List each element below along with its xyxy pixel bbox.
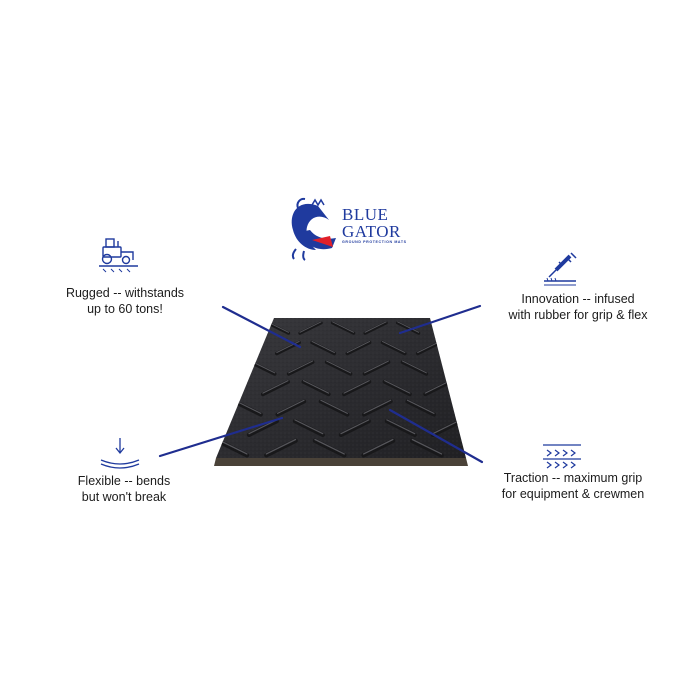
mat-cleat-highlight-22 [320,399,348,414]
bend-arrow-icon [100,438,140,469]
syringe-icon [544,252,577,286]
mat-cleat-3 [363,321,388,335]
mat-cleat-34 [410,438,444,458]
mat-cleat-pattern [216,321,463,458]
mat-cleat-21 [275,399,307,417]
mat-cleat-23 [362,399,393,417]
mat-cleat-2 [330,321,356,335]
mat-cleat-31 [264,438,298,458]
mat-cleat-highlight-19 [424,380,451,394]
mat-cleat-highlight-12 [326,360,352,374]
mat-cleat-4 [395,321,421,335]
blue-gator-logo: BLUE GATOR GROUND PROTECTION MATS [291,197,407,261]
mat-cleat-15 [260,379,290,397]
mat-cleat-highlight-32 [314,438,345,455]
caption-traction: Traction -- maximum grip for equipment &… [478,470,668,502]
mat-cleat-24 [405,399,436,417]
brand-word-blue: BLUE [342,205,388,224]
mat-cleat-12 [324,360,353,376]
mat-image [214,318,468,466]
mat-cleat-highlight-9 [417,340,441,354]
mat-cleat-highlight-5 [276,340,300,354]
mat-cleat-highlight-29 [432,419,462,435]
caption-rugged-line2: up to 60 tons! [87,302,163,316]
mat-cleat-highlight-6 [311,340,335,354]
mat-cleat-highlight-13 [364,360,389,374]
mat-cleat-highlight-15 [262,380,289,394]
mat-cleat-25 [246,418,279,438]
mat-cleat-highlight-27 [340,419,370,435]
caption-rugged: Rugged -- withstands up to 60 tons! [40,285,210,317]
mat-cleat-13 [362,360,391,376]
mat-cleat-11 [286,360,315,376]
mat-cleat-33 [361,438,396,458]
caption-flexible-line1: Flexible -- bends [77,474,171,488]
callout-lines [158,304,484,464]
mat-cleat-highlight-34 [411,438,443,455]
caption-innovation: Innovation -- infused with rubber for gr… [478,291,678,323]
gator-mascot-icon [291,197,336,261]
caption-rugged-line1: Rugged -- withstands [65,286,185,300]
mat-cleat-highlight-11 [288,360,314,374]
mat-cleat-27 [338,418,371,438]
mat-cleat-7 [345,340,372,356]
mat-cleat-highlight-17 [343,380,370,394]
mat-side-edge [214,458,468,466]
mat-cleat-highlight-28 [386,419,416,435]
caption-innovation-line1: Innovation -- infused [521,292,635,306]
mat-cleat-highlight-18 [384,380,411,394]
mat-cleat-29 [430,418,463,438]
caption-traction-line1: Traction -- maximum grip [503,471,643,485]
callout-line-rugged [221,305,302,349]
callout-line-traction [388,408,484,464]
mat-cleat-highlight-31 [265,438,297,455]
mat-cleat-18 [382,379,412,397]
mat-cleat-highlight-23 [363,399,392,414]
caption-traction-line2: for equipment & crewmen [501,487,645,501]
mat-cleat-highlight-4 [397,321,420,333]
mat-cleat-highlight-8 [381,340,406,354]
mat-cleat-9 [415,340,442,356]
mat-cleat-32 [312,438,347,458]
mat-cleat-highlight-2 [332,321,355,333]
caption-flexible: Flexible -- bends but won't break [54,473,194,505]
mat-cleat-highlight-3 [364,321,387,333]
callout-line-flexible [158,416,284,458]
mat-cleat-16 [301,379,331,397]
brand-tagline: GROUND PROTECTION MATS [342,240,407,244]
callout-line-innovation [398,304,482,335]
mat-cleat-19 [423,379,453,397]
mat-cleat-22 [318,399,350,417]
mat-cleat-highlight-21 [276,399,305,414]
tractor-icon [99,238,138,273]
caption-innovation-line2: with rubber for grip & flex [508,308,648,322]
mat-cleat-30 [216,438,250,458]
mat-cleat-8 [380,340,407,356]
mat-cleat-17 [342,379,372,397]
mat-cleat-highlight-33 [363,438,394,455]
mat-cleat-14 [400,360,429,376]
brand-word-gator: GATOR [342,222,401,241]
caption-flexible-line2: but won't break [81,490,167,504]
mat-cleat-highlight-7 [346,340,371,354]
mat-cleat-28 [384,418,417,438]
tread-chevrons-icon [543,444,581,469]
mat-cleat-highlight-24 [406,399,435,414]
mat-cleat-highlight-16 [302,380,330,394]
mat-cleat-highlight-26 [294,419,324,435]
mat-cleat-26 [292,418,325,438]
mat-cleat-6 [310,340,337,356]
mat-cleat-highlight-1 [299,321,322,333]
mat-cleat-20 [232,399,263,417]
mat-cleat-highlight-14 [401,360,427,374]
mat-cleat-1 [298,321,323,335]
